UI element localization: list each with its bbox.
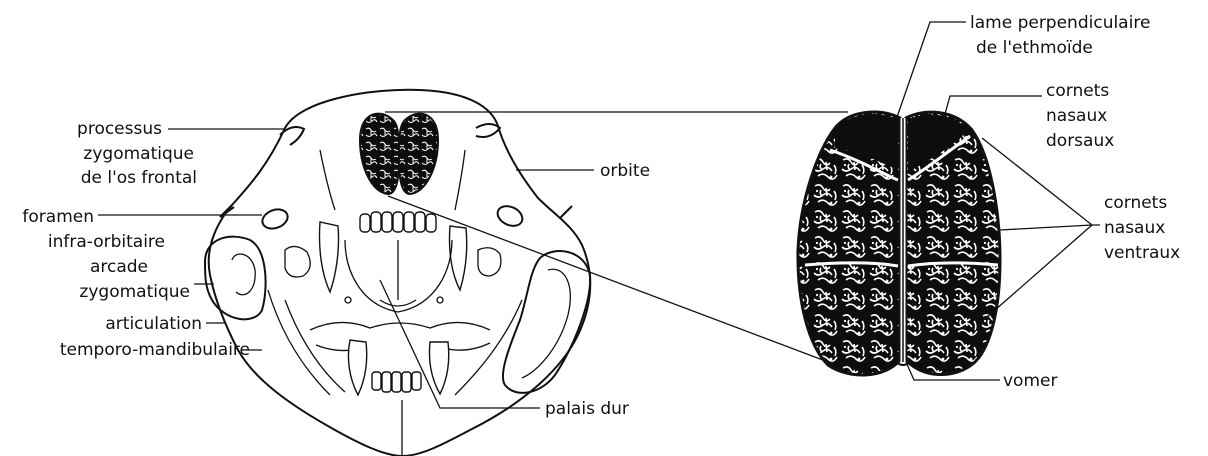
upper-canine-left (319, 222, 338, 292)
label-foramen-2: infra-orbitaire (48, 232, 165, 252)
nasal-cavity-small (360, 114, 399, 194)
zygomatic-arch-right (503, 251, 590, 393)
frontal-process-right (476, 124, 500, 137)
label-foramen-1: foramen (22, 207, 94, 227)
infraorbital-foramen-left (260, 206, 291, 232)
label-palais-dur: palais dur (545, 399, 629, 419)
upper-canine-right (449, 226, 466, 290)
label-cornets-ventraux-1: cornets (1104, 193, 1167, 213)
label-orbite: orbite (600, 161, 650, 181)
lower-canine-left (348, 340, 366, 395)
label-cornets-dorsaux-1: cornets (1046, 81, 1109, 101)
label-vomer: vomer (1003, 371, 1057, 391)
label-lame-2: de l'ethmoïde (976, 38, 1093, 58)
label-processus-1: processus (77, 119, 162, 139)
label-lame-1: lame perpendiculaire (970, 13, 1150, 33)
labels: processus zygomatique de l'os frontal fo… (22, 13, 1180, 419)
label-cornets-dorsaux-3: dorsaux (1046, 131, 1114, 151)
label-arcade-1: arcade (90, 257, 148, 277)
label-articulation-2: temporo-mandibulaire (60, 340, 250, 360)
label-arcade-2: zygomatique (79, 282, 190, 302)
label-articulation-1: articulation (105, 314, 202, 334)
label-processus-3: de l'os frontal (81, 168, 197, 188)
upper-incisors (360, 212, 436, 232)
skull-front-view (205, 90, 590, 456)
mandible-left (268, 290, 330, 395)
label-processus-2: zygomatique (83, 144, 194, 164)
infraorbital-foramen-right (494, 202, 525, 229)
mandible-right (455, 300, 522, 395)
nasal-cross-section (798, 112, 1000, 375)
right-zygomatic-tip (560, 206, 572, 218)
zygomatic-arch-left (205, 237, 266, 320)
lower-incisors (372, 372, 421, 392)
lower-canine-right (429, 342, 448, 394)
label-cornets-dorsaux-2: nasaux (1046, 106, 1107, 126)
label-cornets-ventraux-2: nasaux (1104, 218, 1165, 238)
label-cornets-ventraux-3: ventraux (1104, 243, 1180, 263)
